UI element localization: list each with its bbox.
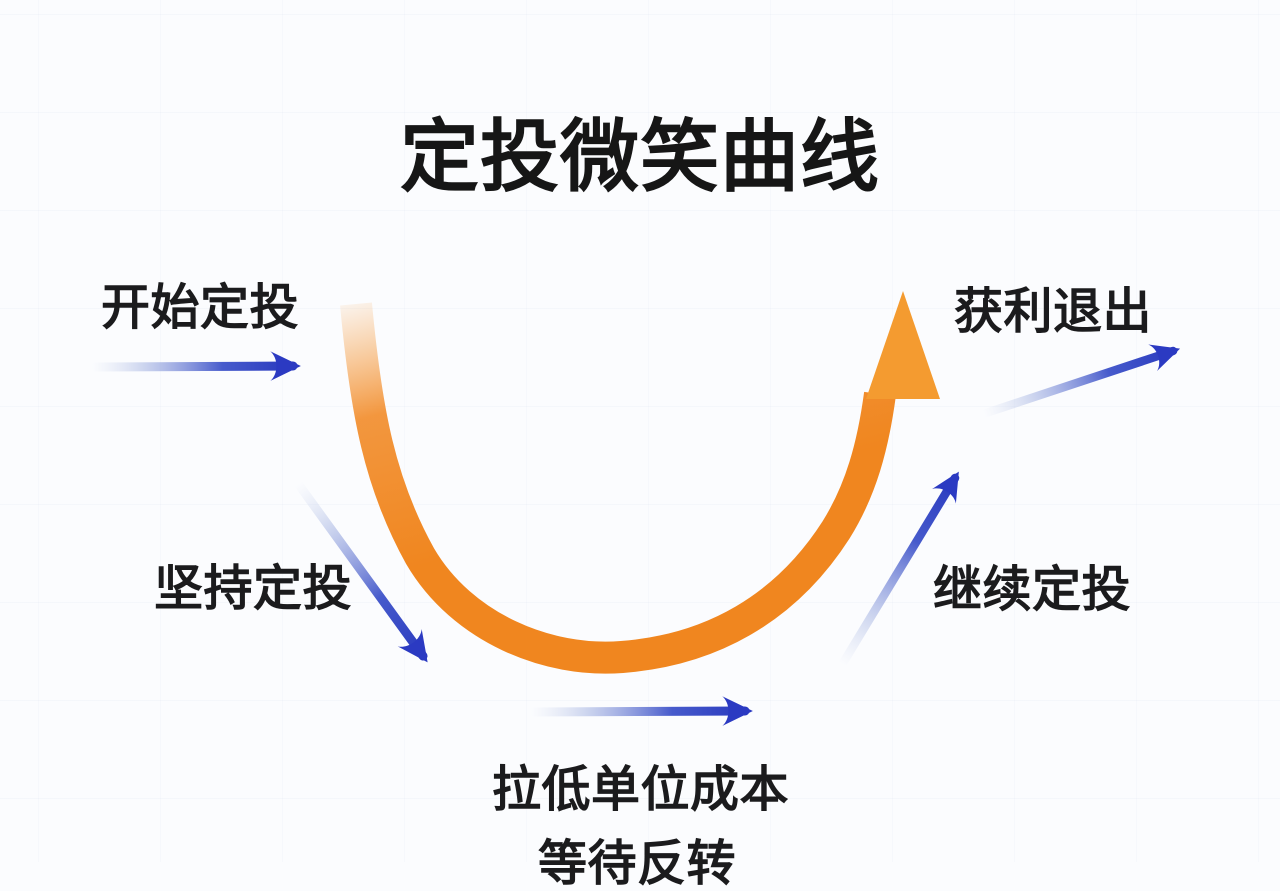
diagram-title: 定投微笑曲线 xyxy=(400,115,880,202)
persist-arrow-icon xyxy=(294,480,428,663)
label-continue-investing: 继续定投 xyxy=(933,563,1132,617)
start-arrow-icon xyxy=(90,351,301,381)
keep-going-arrow-icon xyxy=(838,471,960,668)
lower-cost-arrow-icon xyxy=(528,696,753,726)
diagram-graphics xyxy=(90,291,1181,726)
smile-curve-path xyxy=(340,302,896,674)
exit-arrow-icon xyxy=(981,344,1181,418)
label-start-investing: 开始定投 xyxy=(101,281,300,335)
label-lower-unit-cost: 拉低单位成本 xyxy=(492,763,790,817)
smile-curve-icon xyxy=(340,291,940,674)
label-wait-for-reversal: 等待反转 xyxy=(538,837,737,891)
label-exit-with-profit: 获利退出 xyxy=(954,285,1153,339)
label-persist-investing: 坚持定投 xyxy=(154,562,353,616)
smile-curve-arrowhead xyxy=(866,291,940,399)
